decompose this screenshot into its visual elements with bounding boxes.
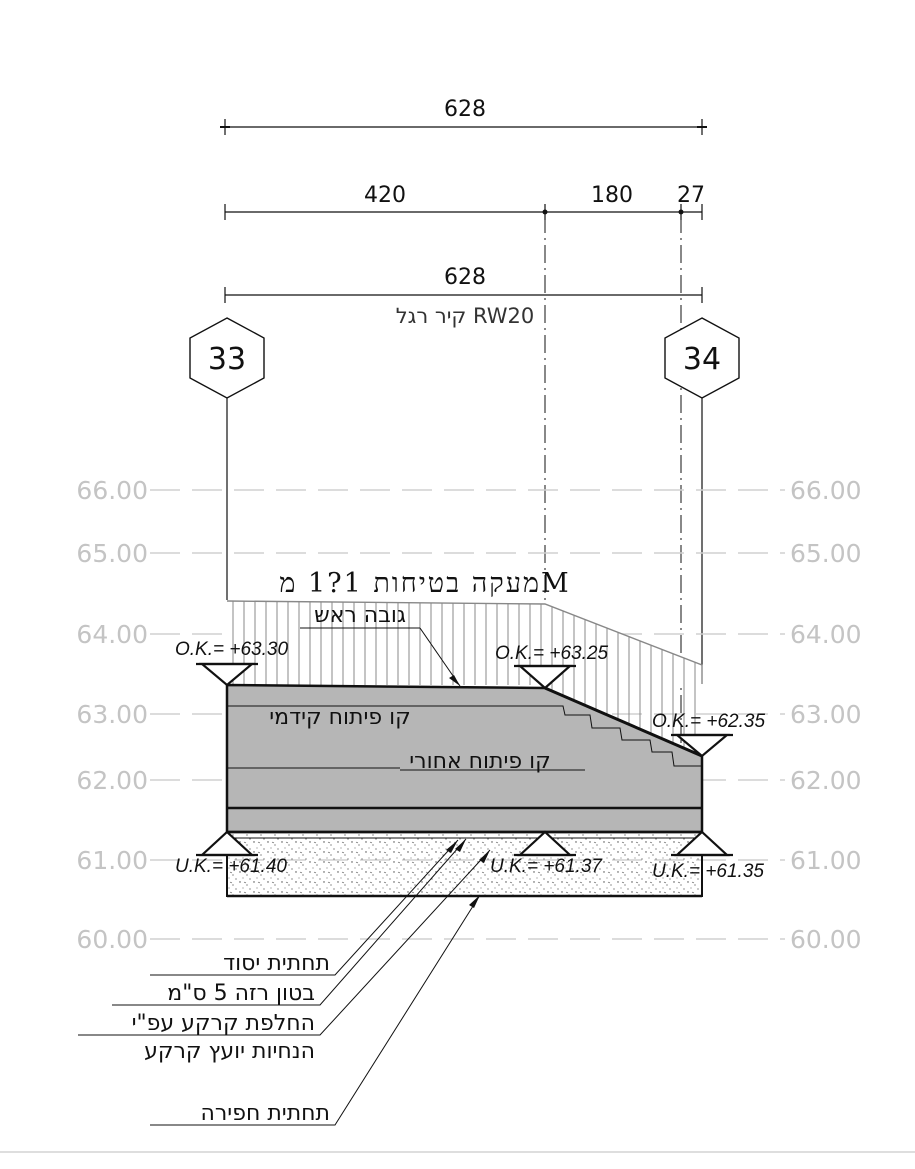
- elevation-label: 62.00: [790, 766, 862, 795]
- elevation-label: 65.00: [790, 539, 862, 568]
- dimension-segment-1-text: 420: [364, 183, 406, 208]
- legend: תחתית יסוד בטון רזה 5 ס"מ החלפת קרקע עפ"…: [132, 951, 330, 1126]
- legend-item: תחתית חפירה: [201, 1101, 331, 1126]
- elevation-label: 64.00: [76, 620, 148, 649]
- front-line-label: קו פיתוח קידמי: [269, 705, 410, 730]
- legend-item: הנחיות יועץ קרקע: [144, 1039, 315, 1064]
- legend-item: בטון רזה 5 ס"מ: [167, 981, 315, 1006]
- level-marker-ok-mid: O.K.= +63.25: [495, 643, 608, 690]
- top-height-label: גובה ראש: [314, 603, 406, 628]
- elevation-label: 61.00: [790, 846, 862, 875]
- level-uk-left-text: U.K.= +61.40: [175, 856, 287, 877]
- dimension-wall-total-text: 628: [444, 265, 486, 290]
- elevation-label: 64.00: [790, 620, 862, 649]
- elevation-labels-left: 66.00 65.00 64.00 63.00 62.00 61.00 60.0…: [76, 476, 148, 954]
- elevation-label: 66.00: [76, 476, 148, 505]
- dimension-top-total: 628: [220, 97, 707, 135]
- axis-marker-right: 34: [664, 317, 740, 665]
- dimension-segment-3-text: 27: [677, 183, 705, 208]
- dimension-wall: 628 קיר רגל RW20: [224, 265, 703, 328]
- legend-item: תחתית יסוד: [223, 951, 330, 976]
- top-height-leader: גובה ראש: [300, 603, 461, 687]
- axis-right-label: 34: [683, 342, 721, 377]
- dimension-top-total-text: 628: [444, 97, 486, 122]
- elevation-label: 65.00: [76, 539, 148, 568]
- legend-arrowheads: [446, 839, 490, 908]
- legend-leaders: [78, 838, 491, 1126]
- elevation-labels-right: 66.00 65.00 64.00 63.00 62.00 61.00 60.0…: [790, 476, 862, 954]
- foundation-soil: [226, 831, 703, 898]
- elevation-label: 66.00: [790, 476, 862, 505]
- railing: [226, 600, 703, 753]
- elevation-label: 63.00: [790, 700, 862, 729]
- level-marker-ok-left: O.K.= +63.30: [175, 639, 288, 687]
- elevation-label: 60.00: [76, 925, 148, 954]
- level-uk-right-text: U.K.= +61.35: [652, 861, 764, 882]
- elevation-label: 62.00: [76, 766, 148, 795]
- axis-marker-left: 33: [189, 317, 265, 600]
- level-ok-left-text: O.K.= +63.30: [175, 639, 288, 660]
- railing-label: מעקה בטיחות 1?1 מM: [279, 568, 570, 599]
- level-ok-mid-text: O.K.= +63.25: [495, 643, 608, 664]
- level-marker-uk-right: U.K.= +61.35: [652, 830, 764, 882]
- legend-item: החלפת קרקע עפ"י: [132, 1011, 315, 1036]
- axis-left-label: 33: [208, 342, 246, 377]
- elevation-label: 63.00: [76, 700, 148, 729]
- elevation-label: 60.00: [790, 925, 862, 954]
- dimension-segments: 420 180 27: [224, 183, 705, 220]
- level-uk-mid-text: U.K.= +61.37: [490, 856, 603, 877]
- level-marker-uk-mid: U.K.= +61.37: [490, 830, 603, 877]
- level-marker-uk-left: U.K.= +61.40: [175, 830, 287, 877]
- elevation-label: 61.00: [76, 846, 148, 875]
- level-marker-ok-right: O.K.= +62.35: [652, 711, 765, 758]
- level-ok-right-text: O.K.= +62.35: [652, 711, 765, 732]
- wall-type-label: קיר רגל RW20: [396, 304, 534, 328]
- dimension-segment-2-text: 180: [591, 183, 633, 208]
